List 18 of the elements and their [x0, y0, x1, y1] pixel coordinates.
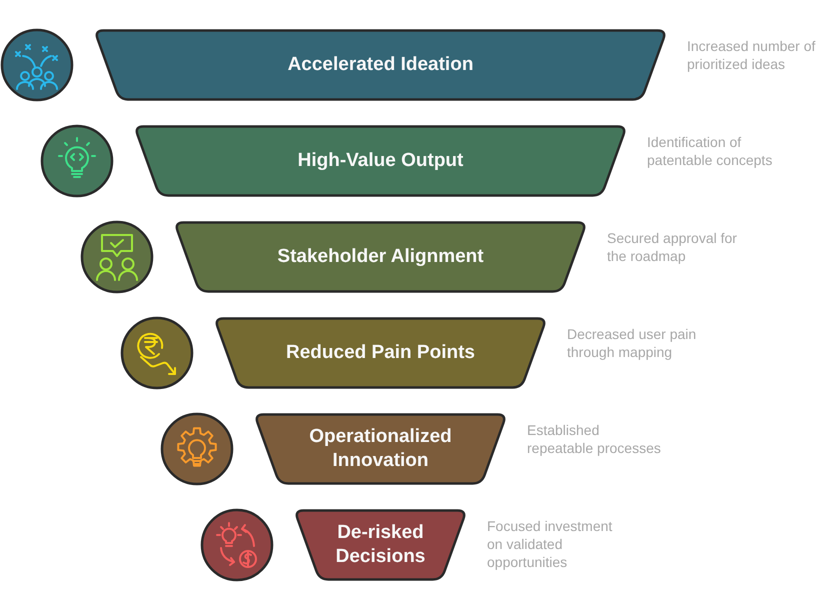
stage-description: Established repeatable processes — [527, 421, 662, 457]
stage-description: Increased number of prioritized ideas — [687, 37, 816, 73]
stage-title: Stakeholder Alignment — [277, 245, 484, 269]
stage-title: De-risked Decisions — [334, 521, 426, 569]
funnel-stage — [133, 125, 628, 197]
stage-title: Accelerated Ideation — [288, 53, 474, 77]
stage-description: Secured approval for the roadmap — [607, 229, 738, 265]
stage-title: High-Value Output — [298, 149, 464, 173]
stage-description: Decreased user pain through mapping — [567, 325, 698, 361]
stage-title: Reduced Pain Points — [286, 341, 475, 365]
funnel-stage — [173, 221, 588, 293]
funnel-stage — [213, 317, 548, 389]
funnel-stage — [293, 509, 468, 581]
stage-description: Focused investment on validated opportunities — [487, 517, 614, 571]
funnel-stage — [253, 413, 508, 485]
stage-title: Operationalized Innovation — [308, 425, 453, 473]
stage-description: Identification of patentable concepts — [647, 133, 774, 169]
funnel-stage — [93, 29, 668, 101]
